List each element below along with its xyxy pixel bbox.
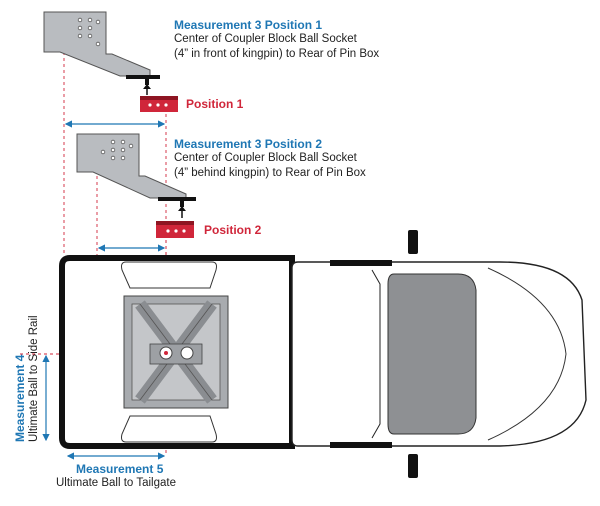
truck-cab — [291, 230, 587, 478]
coupler-block-position-1 — [140, 96, 178, 112]
measurement-3-position-1-line1: Center of Coupler Block Ball Socket — [174, 33, 357, 45]
measurement-5-title: Measurement 5 — [76, 462, 164, 476]
coupler-block-position-2 — [156, 221, 194, 238]
measurement-4-title: Measurement 4 — [13, 354, 27, 442]
measurement-4-desc: Ultimate Ball to Side Rail — [27, 315, 40, 442]
pin-box-position-2 — [76, 133, 196, 218]
pin-box-position-1 — [43, 11, 160, 95]
measurement-4-label: Measurement 4 Ultimate Ball to Side Rail — [13, 315, 41, 442]
measurement-5-desc: Ultimate Ball to Tailgate — [56, 477, 176, 489]
position-1-label: Position 1 — [186, 97, 244, 111]
measurement-3-position-2-line2: (4” behind kingpin) to Rear of Pin Box — [174, 167, 366, 179]
measurement-3-position-1-line2: (4” in front of kingpin) to Rear of Pin … — [174, 48, 380, 60]
fifth-wheel-hitch — [123, 295, 229, 409]
position-2-label: Position 2 — [204, 223, 262, 237]
measurement-3-position-2-title: Measurement 3 Position 2 — [174, 137, 323, 151]
measurement-3-position-2-line1: Center of Coupler Block Ball Socket — [174, 152, 357, 164]
measurement-3-position-1-title: Measurement 3 Position 1 — [174, 18, 323, 32]
